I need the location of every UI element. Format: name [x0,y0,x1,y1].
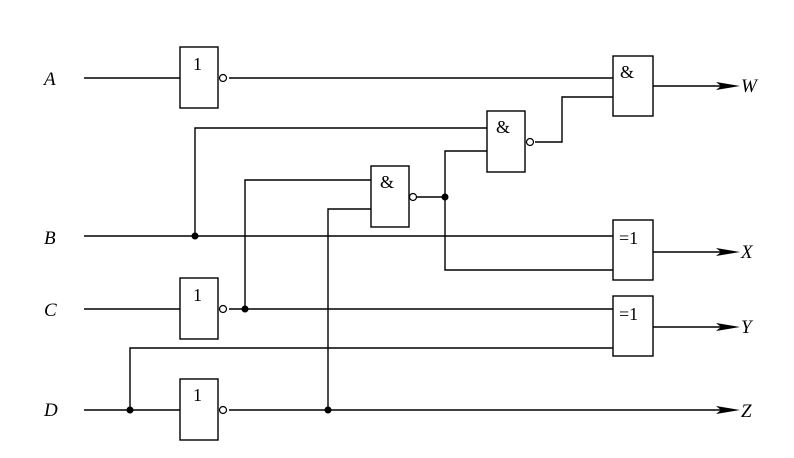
arrow-x-icon [716,248,740,256]
not-gate-a-symbol: 1 [193,54,202,74]
input-label-b: B [44,228,56,249]
junction-dot-notd [324,406,332,414]
not-gate-a: 1 [179,46,228,109]
junction-dot-notc [241,305,249,313]
arrow-y-icon [716,323,740,331]
junction-dot-nandmid [441,193,449,201]
output-label-y: Y [741,317,754,338]
output-label-z: Z [741,401,752,422]
wire-b-to-nandtop [194,127,487,236]
input-label-c: C [44,300,57,321]
xor-gate-x-symbol: =1 [619,228,638,248]
and-gate-w-symbol: & [620,62,634,82]
and-gate-w: & [612,55,654,117]
not-gate-c-symbol: 1 [193,285,202,305]
wire-junction-to-xorx [444,197,613,271]
output-label-x: X [740,242,754,263]
output-label-w: W [741,76,759,97]
wire-junction-to-nandtop [444,150,487,197]
wire-notd-to-nandmid [327,208,371,410]
junction-dot-b [191,232,199,240]
nand-gate-top-symbol: & [496,117,510,137]
nand-gate-middle: & [370,165,418,228]
arrow-w-icon [716,82,740,90]
not-gate-c: 1 [179,277,228,340]
junction-dot-d [126,406,134,414]
xor-gate-y-symbol: =1 [619,304,638,324]
xor-gate-y: =1 [612,295,654,357]
not-gate-d: 1 [179,378,228,441]
wire-nandtop-to-and [535,96,613,143]
not-gate-d-symbol: 1 [193,385,202,405]
wire-notc-to-nandmid [244,179,371,309]
input-label-a: A [42,69,56,90]
wire-d-to-xory [129,347,613,410]
nand-gate-middle-symbol: & [380,172,394,192]
arrow-z-icon [716,406,740,414]
xor-gate-x: =1 [612,219,654,281]
nand-gate-top: & [486,110,535,173]
input-label-d: D [43,400,58,421]
